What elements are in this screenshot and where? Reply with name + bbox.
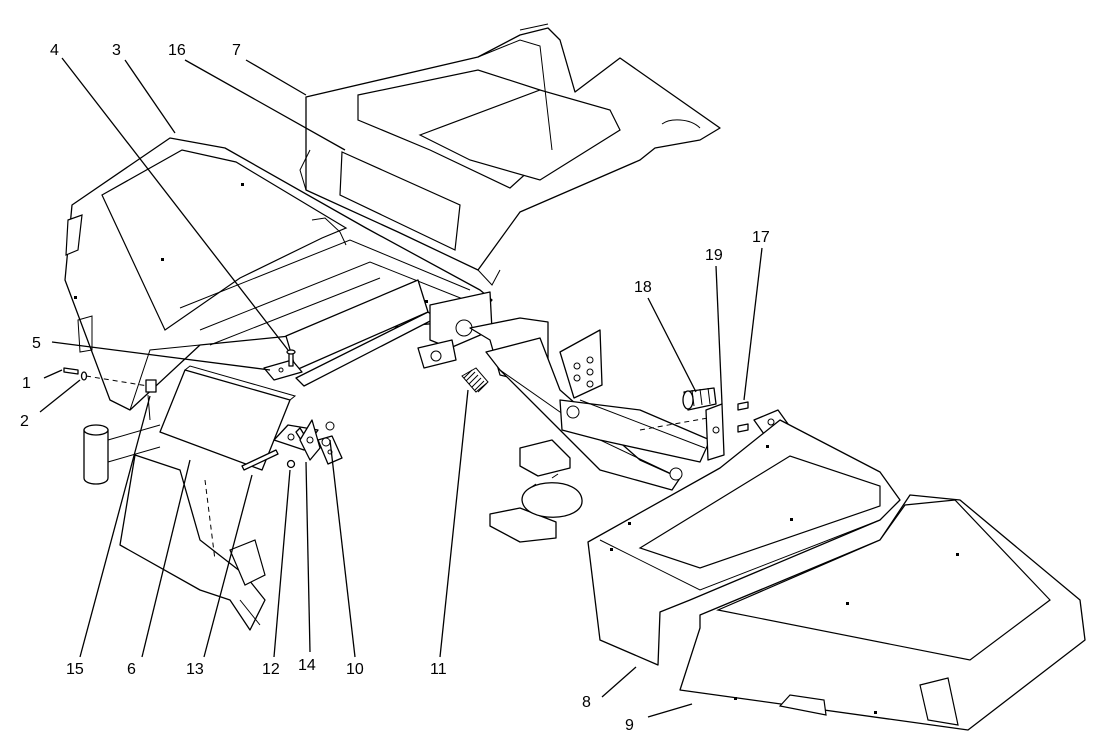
hardware-right — [639, 387, 789, 461]
callout-10: 10 — [346, 661, 364, 678]
callout-18: 18 — [634, 279, 652, 296]
leader-3 — [124, 59, 176, 134]
leader-10 — [329, 439, 356, 658]
part-9-right-shroud — [679, 494, 1086, 731]
part-lower-bracket — [119, 454, 266, 631]
part-central-frame — [417, 291, 711, 491]
callout-8: 8 — [582, 694, 591, 711]
callout-13: 13 — [186, 661, 204, 678]
part-6-side-panel — [159, 365, 297, 471]
leader-7 — [245, 59, 307, 96]
leader-19 — [715, 265, 723, 405]
leader-15 — [79, 395, 151, 658]
leader-17 — [743, 247, 763, 401]
leader-13 — [203, 474, 253, 658]
leader-lines — [39, 57, 763, 718]
part-11-spring — [461, 367, 489, 393]
leader-16 — [184, 59, 346, 151]
leader-6 — [141, 459, 191, 658]
leader-9 — [647, 703, 693, 718]
leader-4 — [61, 57, 289, 351]
leader-12 — [273, 469, 291, 658]
callout-1: 1 — [22, 375, 31, 392]
callout-4: 4 — [50, 42, 59, 59]
callout-6: 6 — [127, 661, 136, 678]
leader-11 — [439, 389, 469, 658]
part-cylinder — [83, 424, 161, 485]
callout-9: 9 — [625, 717, 634, 734]
callout-2: 2 — [20, 413, 29, 430]
leader-8 — [601, 666, 637, 698]
callout-7: 7 — [232, 42, 241, 59]
leader-1 — [43, 369, 63, 379]
hardware-left — [63, 349, 343, 471]
leader-2 — [39, 379, 81, 413]
leader-14 — [305, 461, 311, 653]
callout-12: 12 — [262, 661, 280, 678]
callout-16: 16 — [168, 42, 186, 59]
callout-11: 11 — [430, 661, 447, 678]
part-8-right-fender — [587, 419, 901, 666]
callout-19: 19 — [705, 247, 723, 264]
callout-labels: 1 2 3 4 5 6 7 8 9 10 11 12 13 14 15 16 1… — [20, 42, 770, 734]
part-7-rear-hood — [299, 23, 721, 286]
part-pads — [489, 439, 583, 543]
callout-3: 3 — [112, 42, 121, 59]
callout-5: 5 — [32, 335, 41, 352]
leader-5 — [51, 341, 271, 371]
leader-18 — [647, 297, 697, 393]
callout-17: 17 — [752, 229, 770, 246]
callout-14: 14 — [298, 657, 316, 674]
callout-15: 15 — [66, 661, 84, 678]
part-3-left-fender — [64, 137, 493, 411]
